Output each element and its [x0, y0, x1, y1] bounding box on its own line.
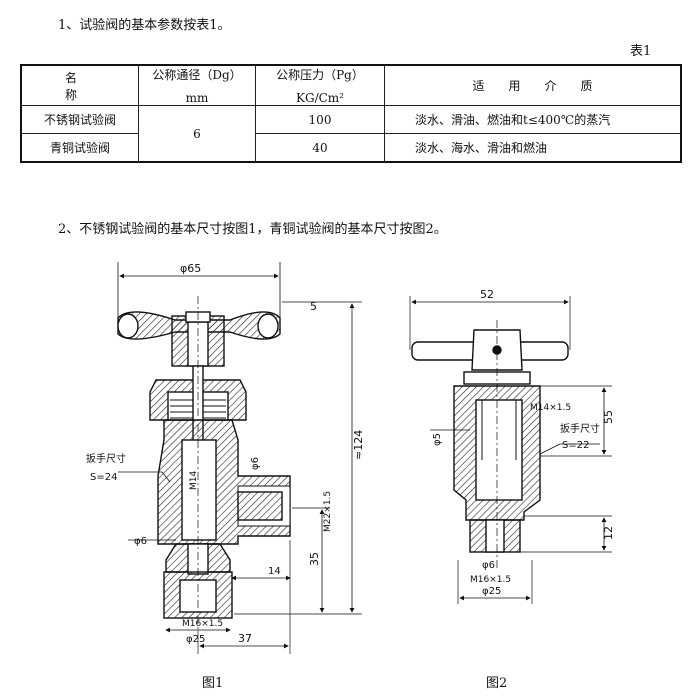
fig1-dim-35: 35 — [308, 552, 321, 566]
fig2-dim-phi25: φ25 — [482, 586, 501, 597]
fig1-dim-phi6-lower: φ6 — [134, 536, 147, 547]
fig1-dim-m22: M22×1.5 — [323, 491, 333, 532]
fig2-wrench-label: 扳手尺寸 — [560, 422, 600, 435]
header-pn-label: 公称压力（Pg） — [276, 68, 364, 82]
fig2-dim-top-width: 52 — [480, 288, 494, 301]
fig2-dim-phi5: φ5 — [432, 433, 443, 446]
parameter-table: 名 称 公称通径（Dg） mm 公称压力（Pg） KG/Cm² 适 用 介 质 … — [20, 64, 682, 163]
fig1-dim-d5: 5 — [310, 300, 317, 313]
header-dn-unit: mm — [185, 91, 209, 105]
figure-1-caption: 图1 — [202, 676, 224, 691]
cell-medium: 淡水、滑油、燃油和t≤400℃的蒸汽 — [384, 105, 682, 134]
cell-name: 青铜试验阀 — [20, 133, 139, 163]
fig1-dim-37: 37 — [238, 632, 252, 645]
fig2-dim-phi6: φ6 — [482, 560, 495, 571]
fig1-dim-phi25: φ25 — [186, 634, 205, 645]
cell-medium: 淡水、海水、滑油和燃油 — [384, 133, 682, 163]
fig2-dim-12: 12 — [602, 526, 615, 540]
fig1-dim-m14: M14 — [189, 471, 199, 490]
figure-2-dimensions: 52 M14×1.5 55 φ5 扳手尺寸 S=22 12 φ6 M16×1.5… — [432, 288, 615, 597]
fig1-dim-14: 14 — [268, 566, 281, 577]
fig2-dim-m14: M14×1.5 — [530, 403, 571, 413]
fig2-dim-55: 55 — [602, 410, 615, 424]
cell-name: 不锈钢试验阀 — [20, 105, 139, 134]
fig1-dim-phi6-upper: φ6 — [250, 457, 261, 470]
cell-pn: 100 — [255, 105, 385, 134]
table-row: 不锈钢试验阀 6 100 淡水、滑油、燃油和t≤400℃的蒸汽 — [20, 105, 682, 163]
fig2-dim-m16: M16×1.5 — [470, 575, 511, 585]
figure-2-caption: 图2 — [486, 676, 508, 691]
fig1-wrench-label: 扳手尺寸 — [86, 452, 126, 465]
table-header-row: 名 称 公称通径（Dg） mm 公称压力（Pg） KG/Cm² 适 用 介 质 — [20, 64, 682, 106]
figure-2-drawing — [409, 296, 612, 604]
fig1-wrench-size: S=24 — [90, 472, 117, 483]
fig2-wrench-size: S=22 — [562, 440, 589, 451]
figure-1-drawing — [117, 262, 362, 654]
fig1-dim-height: ≈124 — [352, 430, 365, 460]
header-pn-unit: KG/Cm² — [296, 91, 344, 105]
cell-pn: 40 — [255, 133, 385, 163]
table-row: 青铜试验阀 40 淡水、海水、滑油和燃油 — [20, 133, 682, 163]
table-label: 表1 — [630, 44, 652, 59]
fig1-dim-top-width: φ65 — [180, 262, 201, 275]
header-nominal-pressure: 公称压力（Pg） KG/Cm² — [255, 64, 385, 106]
fig1-dim-m16: M16×1.5 — [182, 619, 223, 629]
cell-dn: 6 — [138, 105, 256, 163]
section-2-text: 2、不锈钢试验阀的基本尺寸按图1，青铜试验阀的基本尺寸按图2。 — [58, 222, 447, 237]
figure-1-dimensions: φ65 5 ≈124 扳手尺寸 S=24 φ6 M14 M22×1.5 φ6 1… — [86, 262, 365, 645]
header-dn-label: 公称通径（Dg） — [152, 68, 242, 82]
section-1-text: 1、试验阀的基本参数按表1。 — [58, 18, 231, 33]
